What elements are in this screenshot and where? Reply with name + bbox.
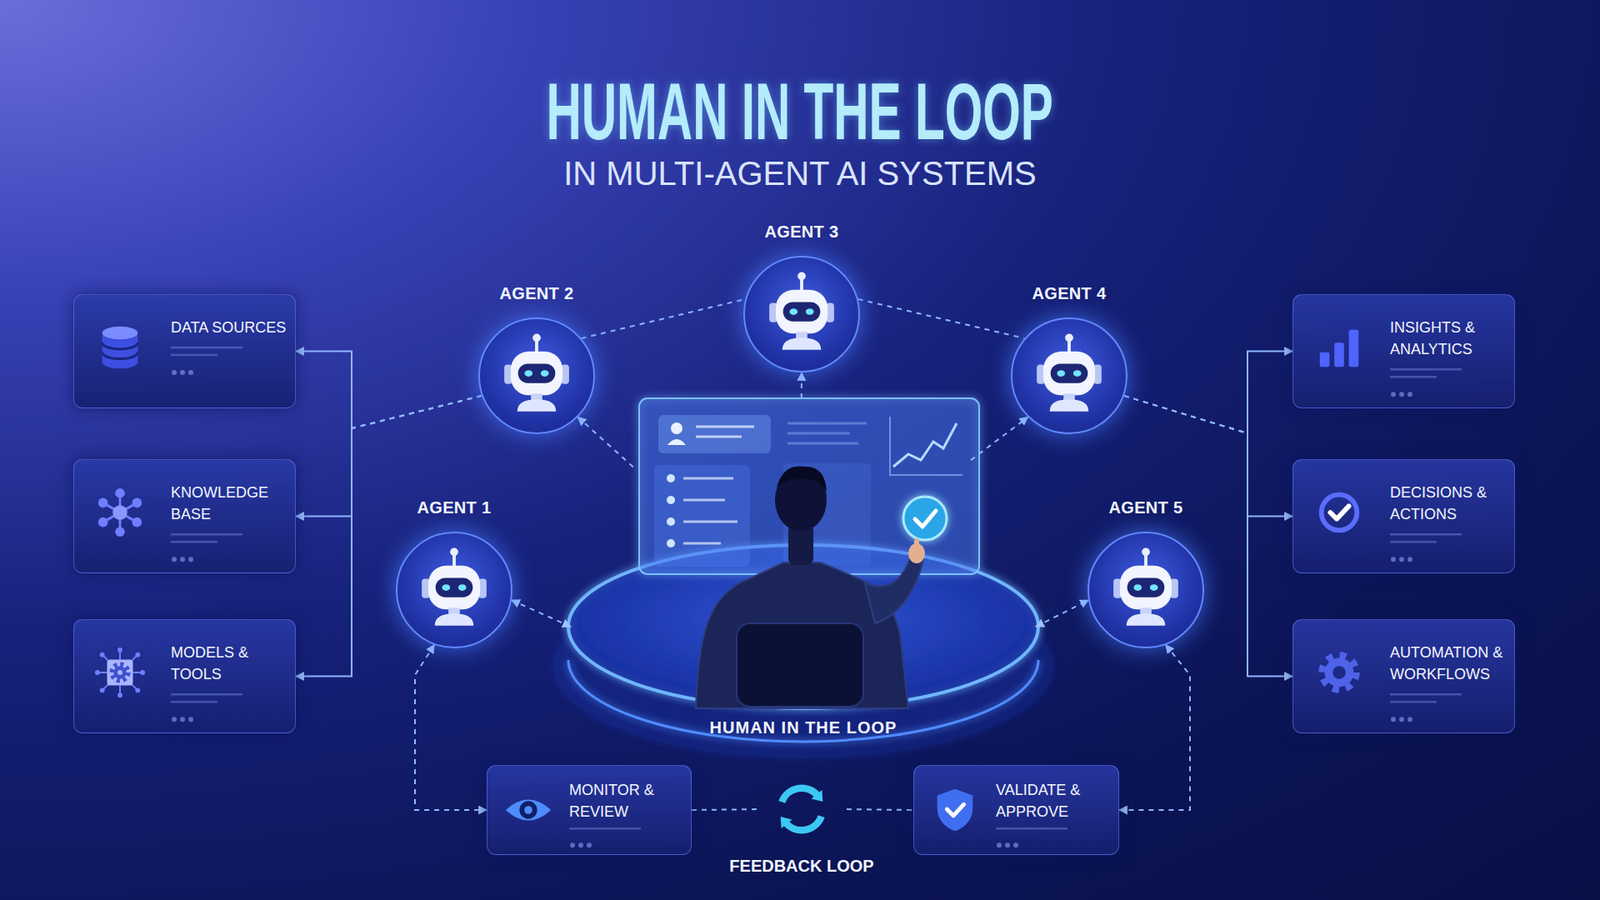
connector [511,600,571,627]
box-icon [94,321,146,374]
agent-label: AGENT 5 [1109,498,1184,518]
box-label: AUTOMATION & WORKFLOWS [1390,641,1510,685]
platform [553,545,1054,759]
connector-line [1035,600,1089,627]
connector [800,372,802,399]
connector-line [295,428,352,677]
loop-icon [766,774,837,845]
connector-line [1247,433,1293,517]
person [695,466,925,709]
agent-label: AGENT 2 [500,284,575,304]
info-box: VALIDATE & APPROVE [913,765,1120,855]
agent-label: AGENT 3 [765,222,840,242]
connector [295,351,482,430]
connector-line [295,428,352,517]
connector-line [351,395,482,429]
connector-line [1124,395,1248,434]
box-icon [502,784,555,836]
title-text: HUMAN IN THE LOOP [546,71,1054,152]
connector-line [846,808,914,811]
connector-line [578,417,634,468]
info-box: MONITOR & REVIEW [486,765,692,855]
box-label: KNOWLEDGE BASE [170,481,290,525]
box-icon [94,486,146,539]
screen [639,398,980,575]
connector [295,395,482,517]
loop-label: FEEDBACK LOOP [726,855,877,876]
info-box: INSIGHTS & ANALYTICS [1292,294,1515,409]
human-platform: HUMAN IN THE LOOP [570,398,1036,742]
connector [846,809,914,811]
connector-line [581,299,746,339]
box-label: DECISIONS & ACTIONS [1390,481,1510,525]
box-icon [1313,486,1365,539]
agent-label: AGENT 4 [1032,284,1107,304]
connector [858,299,1025,339]
subtitle: IN MULTI-AGENT AI SYSTEMS [0,155,1600,192]
connector-line [351,395,482,429]
box-icon [1313,321,1365,374]
info-box: AUTOMATION & WORKFLOWS [1292,619,1515,734]
agent-label: AGENT 1 [417,498,492,518]
connector-line [1124,395,1248,434]
connector-line [295,351,352,430]
box-label: DATA SOURCES [170,316,290,339]
diagram-title: HUMAN IN THE LOOP [0,71,1600,152]
connector [581,299,746,339]
connector-line [1247,433,1293,677]
agent-circle: AGENT 4 [1010,317,1128,435]
connector [1035,600,1089,627]
box-label: MODELS & TOOLS [170,641,290,685]
connector-line [1247,351,1293,435]
feedback-loop: FEEDBACK LOOP [726,770,877,878]
platform-label: HUMAN IN THE LOOP [570,717,1036,738]
connector-line [691,808,757,811]
connector-line [351,395,482,429]
connector-line [800,372,803,399]
box-label: INSIGHTS & ANALYTICS [1390,316,1510,360]
connector-line [858,299,1025,339]
agent-circle: AGENT 1 [395,531,513,649]
connector-line [511,600,571,627]
connector-line [970,417,1029,461]
info-box: DATA SOURCES [73,294,296,409]
robot-icon [1012,319,1126,433]
connector-line [1119,645,1190,810]
connector [691,809,757,811]
box-icon [94,646,146,699]
box-label: VALIDATE & APPROVE [995,779,1114,823]
connector [1124,351,1293,435]
info-box: KNOWLEDGE BASE [73,459,296,574]
box-icon [929,784,981,836]
connector-line [1124,395,1248,434]
robot-icon [745,257,859,371]
agent-circle: AGENT 3 [743,255,860,373]
connector-line [415,645,487,810]
connector [578,417,634,468]
agent-circle: AGENT 5 [1087,531,1205,649]
robot-icon [397,533,511,647]
info-box: MODELS & TOOLS [73,619,296,734]
connector [1124,395,1293,517]
connector [415,645,487,810]
connector [1119,645,1190,810]
box-icon [1313,646,1365,699]
agent-circle: AGENT 2 [478,317,595,435]
robot-icon [1089,533,1203,647]
box-label: MONITOR & REVIEW [569,779,686,823]
robot-icon [480,319,594,433]
connector [970,417,1029,461]
info-box: DECISIONS & ACTIONS [1292,459,1515,574]
